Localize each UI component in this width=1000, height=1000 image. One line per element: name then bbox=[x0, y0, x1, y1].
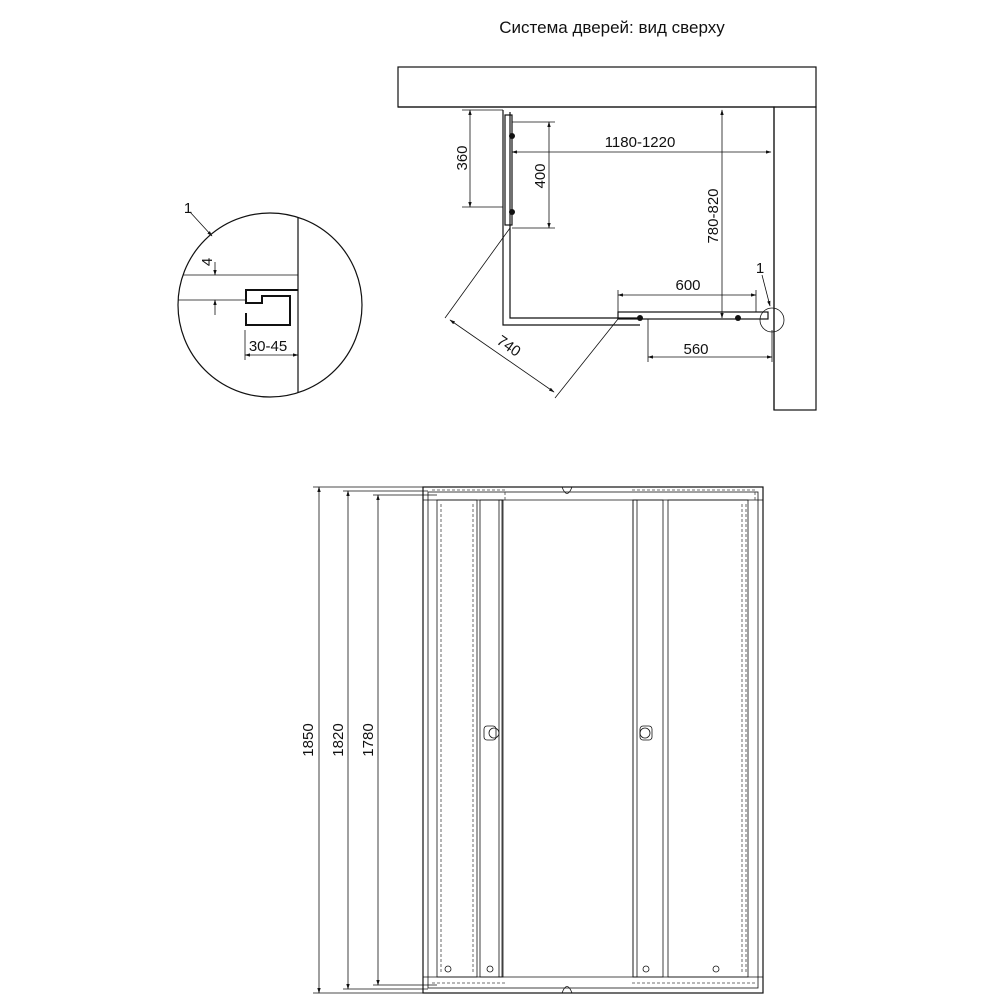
left-sliding-panel bbox=[504, 114, 513, 226]
wall-inner-edge bbox=[398, 106, 775, 410]
dim-400-label: 400 bbox=[532, 163, 549, 188]
dim-depth-label: 780-820 bbox=[705, 188, 722, 243]
left-sliding-door bbox=[479, 499, 503, 978]
tray-outline-inner bbox=[509, 112, 640, 319]
detail-dim-gap: 4 bbox=[199, 258, 216, 266]
front-handle-left bbox=[637, 315, 643, 321]
dim-740-label: 740 bbox=[493, 332, 523, 360]
handle-right-icon bbox=[639, 725, 653, 741]
dim-360: 360 bbox=[454, 109, 503, 208]
dim-740: 740 bbox=[444, 227, 619, 399]
dim-560: 560 bbox=[647, 319, 773, 362]
callout-marker: 1 bbox=[756, 260, 785, 333]
dim-width-label: 1180-1220 bbox=[605, 134, 676, 151]
roller-icons bbox=[444, 965, 720, 973]
dim-width: 1180-1220 bbox=[511, 134, 772, 154]
left-fixed-panel bbox=[436, 499, 478, 978]
right-wall bbox=[773, 106, 817, 411]
dim-1850-label: 1850 bbox=[300, 723, 317, 756]
detail-view: 4 30-45 1 bbox=[177, 200, 363, 398]
dim-1820: 1820 bbox=[330, 490, 428, 990]
front-sliding-panel bbox=[617, 311, 769, 320]
dim-1820-label: 1820 bbox=[330, 723, 347, 756]
dim-1780: 1780 bbox=[360, 494, 437, 986]
right-fixed-panel bbox=[667, 499, 749, 978]
dim-1850: 1850 bbox=[300, 486, 423, 994]
left-handle-top bbox=[509, 133, 515, 139]
detail-circle bbox=[177, 212, 363, 398]
dim-depth: 780-820 bbox=[705, 109, 724, 319]
dim-600-label: 600 bbox=[675, 277, 700, 294]
detail-dim-range: 30-45 bbox=[249, 338, 287, 355]
right-sliding-door bbox=[632, 499, 664, 978]
top-center-mark bbox=[561, 486, 573, 494]
handle-left-icon bbox=[483, 725, 500, 741]
top-view: 360 400 1180-1220 780-820 600 560 bbox=[397, 66, 817, 411]
dim-360-label: 360 bbox=[454, 145, 471, 170]
dim-1780-label: 1780 bbox=[360, 723, 377, 756]
dim-560-label: 560 bbox=[683, 341, 708, 358]
drawing-title: Система дверей: вид сверху bbox=[499, 18, 725, 37]
dim-400: 400 bbox=[512, 121, 555, 229]
dim-600: 600 bbox=[617, 277, 757, 312]
front-view: 1850 1820 1780 bbox=[300, 486, 764, 994]
front-frame bbox=[422, 486, 764, 994]
detail-callout-label: 1 bbox=[184, 200, 192, 217]
top-wall bbox=[397, 66, 817, 108]
bottom-center-mark bbox=[561, 986, 573, 994]
left-handle-bottom bbox=[509, 209, 515, 215]
front-handle-right bbox=[735, 315, 741, 321]
callout-label: 1 bbox=[756, 260, 764, 277]
